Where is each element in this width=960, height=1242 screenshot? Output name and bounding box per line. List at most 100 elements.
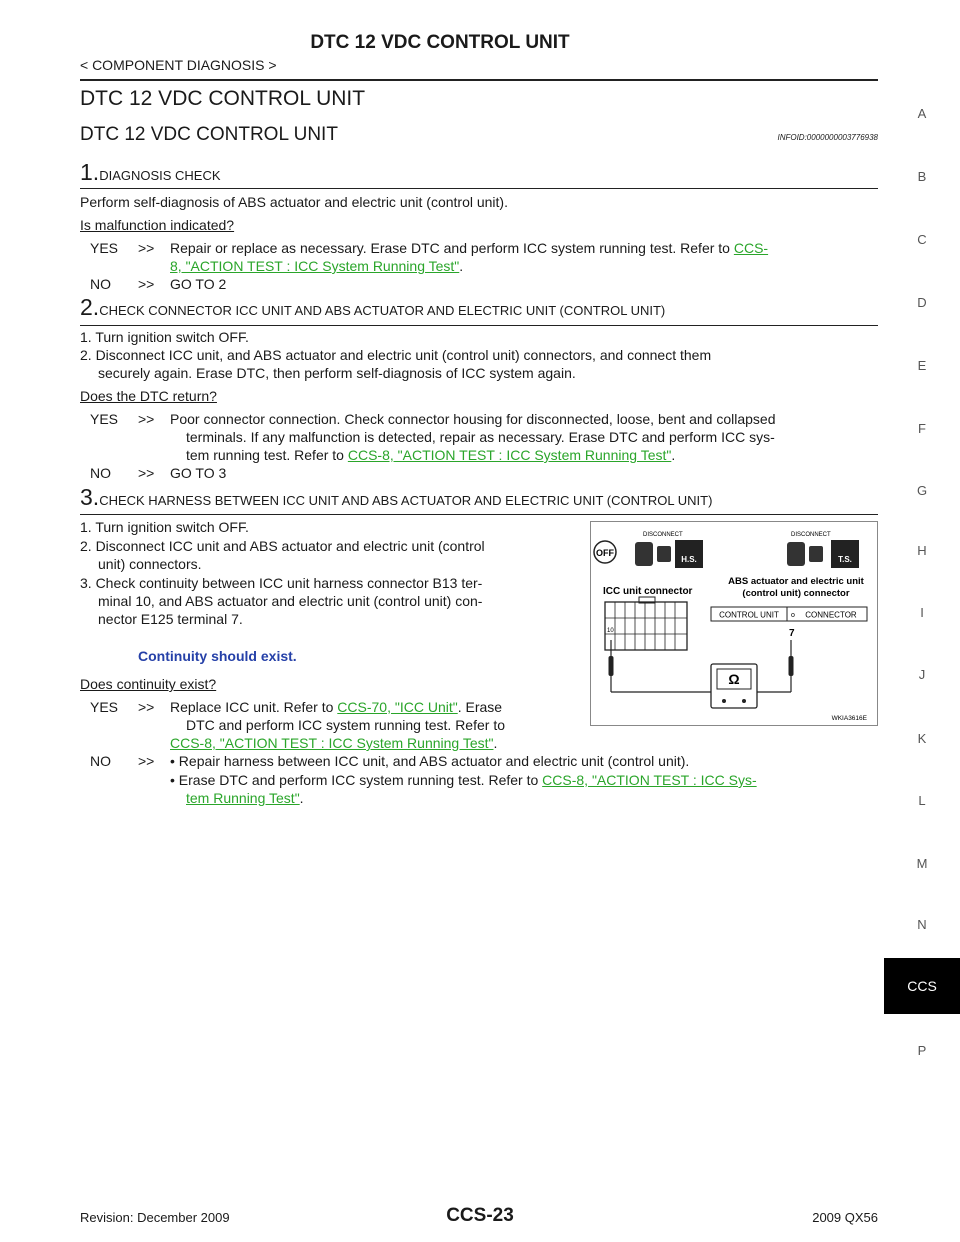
index-tab-f[interactable]: F xyxy=(918,421,926,436)
index-tab-b[interactable]: B xyxy=(917,169,927,184)
ccs-8-link[interactable]: CCS-8, "ACTION TEST : ICC System Running… xyxy=(170,735,494,751)
step-divider xyxy=(80,188,878,189)
index-tab-ccs-active[interactable]: CCS xyxy=(884,958,960,1014)
step-3-yes-line-1: Replace ICC unit. Refer to CCS-70, "ICC … xyxy=(170,699,503,715)
ccs-8-link-cont[interactable]: tem Running Test" xyxy=(186,790,300,806)
step-3-item-3-cont: nector E125 terminal 7. xyxy=(98,611,243,627)
step-number: 3. xyxy=(80,484,100,510)
disconnect-label-2: DISCONNECT xyxy=(791,532,831,538)
step-2-yes-line-3: tem running test. Refer to CCS-8, "ACTIO… xyxy=(186,447,676,463)
revision-date: Revision: December 2009 xyxy=(80,1210,230,1225)
step-2-item-2-cont: securely again. Erase DTC, then perform … xyxy=(98,365,576,381)
arrow-label: >> xyxy=(138,240,155,256)
info-id: INFOID:0000000003776938 xyxy=(777,133,878,142)
pin-10-label: 10 xyxy=(607,628,614,634)
step-2-item-2: 2. Disconnect ICC unit, and ABS actuator… xyxy=(80,347,712,363)
step-2-yes-line-1: Poor connector connection. Check connect… xyxy=(170,411,776,427)
pin-7-label: 7 xyxy=(789,628,795,639)
step-1-body: Perform self-diagnosis of ABS actuator a… xyxy=(80,194,508,210)
step-1-yes-text: Repair or replace as necessary. Erase DT… xyxy=(170,239,878,258)
page-header-title: DTC 12 VDC CONTROL UNIT xyxy=(310,32,570,53)
yes-label: YES xyxy=(90,240,119,256)
step-1-yes-link-line: 8, "ACTION TEST : ICC System Running Tes… xyxy=(170,258,464,274)
step-2-yes-line-2: terminals. If any malfunction is detecte… xyxy=(186,429,775,445)
arrow-label: >> xyxy=(138,411,155,427)
step-3-item-1: 1. Turn ignition switch OFF. xyxy=(80,519,249,535)
arrow-label: >> xyxy=(138,276,155,292)
step-3-heading: 3.CHECK HARNESS BETWEEN ICC UNIT AND ABS… xyxy=(80,484,712,511)
yes-text: Repair or replace as necessary. Erase DT… xyxy=(170,240,730,256)
ccs-70-link[interactable]: CCS-70, "ICC Unit" xyxy=(337,699,458,715)
off-label: OFF xyxy=(596,548,614,558)
index-tab-p[interactable]: P xyxy=(917,1043,927,1058)
step-2-heading: 2.CHECK CONNECTOR ICC UNIT AND ABS ACTUA… xyxy=(80,294,665,321)
index-tab-a[interactable]: A xyxy=(917,106,927,121)
step-3-no-link-cont: tem Running Test". xyxy=(186,790,304,806)
index-tab-m[interactable]: M xyxy=(916,856,928,871)
index-tab-e[interactable]: E xyxy=(917,358,927,373)
index-tab-i[interactable]: I xyxy=(920,605,924,620)
meter-probes xyxy=(608,640,794,693)
step-1-no-text: GO TO 2 xyxy=(170,276,227,292)
wiring-diagram: OFF DISCONNECT H.S. DISCONNECT T.S. ICC … xyxy=(590,521,878,726)
index-tab-d[interactable]: D xyxy=(917,295,927,310)
ohmmeter-icon: Ω xyxy=(710,663,758,709)
step-3-item-2: 2. Disconnect ICC unit and ABS actuator … xyxy=(80,538,485,554)
ccs-8-link[interactable]: CCS-8, "ACTION TEST : ICC System Running… xyxy=(347,447,672,463)
continuity-spec: Continuity should exist. xyxy=(138,648,297,664)
subsection-title: DTC 12 VDC CONTROL UNIT xyxy=(80,124,338,145)
ohm-symbol: Ω xyxy=(728,671,739,687)
control-unit-label: CONTROL UNIT xyxy=(719,611,779,620)
step-3-item-3: 3. Check continuity between ICC unit har… xyxy=(80,575,483,591)
abs-connector-label-cont: (control unit) connector xyxy=(742,588,849,599)
control-unit-connector-box: CONTROL UNIT CONNECTOR o xyxy=(710,606,868,622)
step-number: 2. xyxy=(80,294,100,320)
ccs-8-link-cont[interactable]: 8, "ACTION TEST : ICC System Running Tes… xyxy=(170,258,460,274)
step-2-item-1: 1. Turn ignition switch OFF. xyxy=(80,329,249,345)
ignition-off-icon: OFF xyxy=(593,540,617,564)
page-title: DTC 12 VDC CONTROL UNIT xyxy=(80,87,366,110)
step-2-no-text: GO TO 3 xyxy=(170,465,227,481)
step-3-item-3-cont: minal 10, and ABS actuator and electric … xyxy=(98,593,483,609)
step-3-item-2-cont: unit) connectors. xyxy=(98,556,202,572)
ccs-8-link[interactable]: CCS-8, "ACTION TEST : ICC Sys- xyxy=(542,772,757,788)
step-3-no-bullet-2: • Erase DTC and perform ICC system runni… xyxy=(170,772,757,788)
step-title: CHECK CONNECTOR ICC UNIT AND ABS ACTUATO… xyxy=(99,303,666,318)
index-tab-k[interactable]: K xyxy=(917,731,927,746)
step-divider xyxy=(80,514,878,515)
hs-label: H.S. xyxy=(681,555,697,564)
connector-disconnect-icon-1: H.S. xyxy=(635,540,703,568)
step-title: CHECK HARNESS BETWEEN ICC UNIT AND ABS A… xyxy=(99,493,713,508)
ccs-8-link[interactable]: CCS- xyxy=(733,240,769,256)
page-number: CCS-23 xyxy=(446,1205,514,1226)
no-label: NO xyxy=(90,753,111,769)
ts-label: T.S. xyxy=(838,555,852,564)
step-divider xyxy=(80,325,878,326)
model-year: 2009 QX56 xyxy=(812,1210,878,1225)
arrow-label: >> xyxy=(138,465,155,481)
disconnect-label-1: DISCONNECT xyxy=(643,532,683,538)
connector-disconnect-icon-2: T.S. xyxy=(787,540,859,568)
header-divider xyxy=(80,79,878,81)
index-tab-h[interactable]: H xyxy=(917,543,927,558)
step-1-question: Is malfunction indicated? xyxy=(80,217,235,233)
arrow-label: >> xyxy=(138,699,155,715)
step-number: 1. xyxy=(80,159,100,185)
connector-label: CONNECTOR xyxy=(805,611,857,620)
figure-code: WKIA3616E xyxy=(832,715,868,722)
icc-connector-label: ICC unit connector xyxy=(603,586,693,597)
index-tab-l[interactable]: L xyxy=(918,793,926,808)
step-3-question: Does continuity exist? xyxy=(80,676,217,692)
index-tab-g[interactable]: G xyxy=(916,483,928,498)
yes-label: YES xyxy=(90,699,119,715)
section-label: < COMPONENT DIAGNOSIS > xyxy=(80,57,277,73)
step-3-yes-line-2: DTC and perform ICC system running test.… xyxy=(186,717,505,733)
index-tab-n[interactable]: N xyxy=(917,917,927,932)
no-label: NO xyxy=(90,465,111,481)
index-tab-j[interactable]: J xyxy=(918,667,926,682)
index-tab-c[interactable]: C xyxy=(917,232,927,247)
arrow-label: >> xyxy=(138,753,155,769)
svg-text:o: o xyxy=(791,612,795,619)
step-2-question: Does the DTC return? xyxy=(80,388,217,404)
no-label: NO xyxy=(90,276,111,292)
